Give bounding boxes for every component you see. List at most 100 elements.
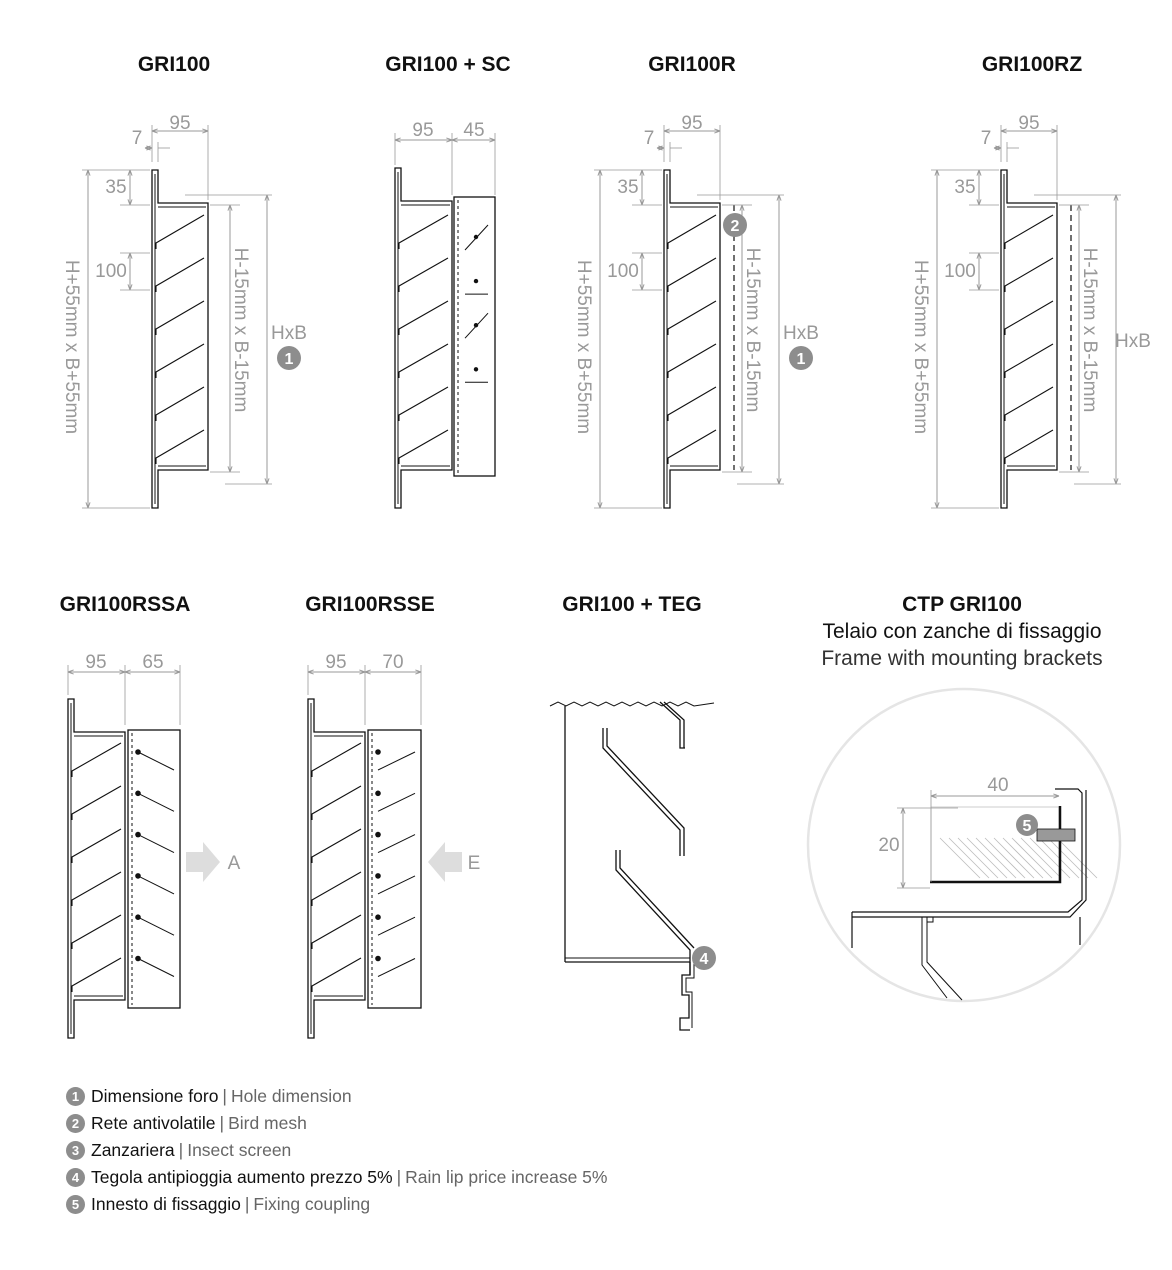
dim-inner: H-15mm x B-15mm — [742, 248, 763, 413]
dim-95: 95 — [681, 113, 702, 134]
hatch-line — [1056, 837, 1098, 879]
dimension-arrowhead — [930, 793, 937, 799]
grille-frame — [394, 167, 453, 509]
panel-gri100-dimensions: 7 95 35 100 H+55mm x B+55mm H-15mm x B-1… — [61, 113, 307, 434]
legend-it: Rete antivolatile — [91, 1112, 216, 1133]
hatch-line — [975, 837, 1017, 879]
dimension-arrowhead — [489, 137, 496, 143]
frame-profile — [852, 788, 1087, 918]
legend-en: Insect screen — [187, 1139, 292, 1160]
dimension-arrowhead — [151, 128, 158, 134]
louver-lower — [615, 850, 695, 975]
dimension-arrowhead — [639, 169, 645, 176]
dimension-arrowhead — [776, 194, 782, 201]
dimension-arrowhead — [119, 669, 126, 675]
dimension-arrowhead — [639, 199, 645, 206]
filter-pivot — [375, 955, 381, 962]
title-gri100rz: GRI100RZ — [982, 53, 1083, 76]
filter-pivot — [375, 790, 381, 797]
legend-it: Innesto di fissaggio — [91, 1193, 241, 1214]
filter-blade — [377, 875, 416, 895]
louver-blade — [667, 343, 717, 378]
panel-gri100r-dimensions: 7 95 35 100 H+55mm x B+55mm H-15mm x B-1… — [573, 113, 819, 434]
grille-frame — [307, 698, 366, 1039]
filter-pivot — [375, 873, 381, 879]
hatch-line — [966, 837, 1008, 879]
panel-rssa-dimensions: 95 65 A — [85, 652, 240, 874]
dim-outer: H+55mm x B+55mm — [910, 260, 931, 434]
dim-95: 95 — [85, 652, 106, 673]
filter-pivot — [375, 749, 381, 755]
dimension-arrowhead — [202, 128, 209, 134]
hatch-line — [1002, 837, 1044, 879]
arrow-right-icon — [186, 842, 220, 882]
louver-blade — [667, 429, 717, 464]
badge-1 — [277, 346, 301, 370]
louver-blade — [155, 257, 205, 292]
dimension-arrowhead — [714, 128, 721, 134]
dimension-arrowhead — [85, 169, 91, 176]
dim-95: 95 — [1018, 113, 1039, 134]
drawing-geometry — [67, 125, 1122, 1039]
legend-badge: 5 — [66, 1194, 85, 1214]
dimension-arrowhead — [227, 204, 233, 211]
dim-70: 70 — [382, 652, 403, 673]
dimension-arrowhead — [127, 169, 133, 176]
dim-outer: H+55mm x B+55mm — [61, 260, 82, 434]
filter-blade — [377, 916, 416, 936]
louver-blade — [155, 386, 205, 421]
rain-lip-profile — [679, 962, 691, 1031]
hatch-line — [1029, 837, 1071, 879]
bracket-profile — [930, 806, 1062, 884]
title-ctp-gri100: CTP GRI100 — [902, 593, 1022, 616]
legend-en: Rain lip price increase 5% — [405, 1166, 608, 1187]
filter-box — [367, 729, 422, 1009]
louver-blade — [1004, 214, 1054, 249]
dimension-arrowhead — [900, 807, 906, 814]
dimension-arrowhead — [127, 284, 133, 291]
dimension-arrowhead — [739, 466, 745, 473]
grille-frame — [151, 169, 209, 509]
subtitle-en: Frame with mounting brackets — [821, 647, 1102, 670]
dimension-arrowhead — [67, 669, 74, 675]
dimension-arrowhead — [127, 252, 133, 259]
dimension-arrowhead — [1051, 128, 1058, 134]
louver-blade — [398, 343, 449, 378]
badge-2 — [723, 213, 747, 237]
dimension-arrowhead — [597, 502, 603, 509]
louver-blade — [155, 429, 205, 464]
grille-frame — [1000, 169, 1058, 509]
louver-blade — [311, 828, 362, 863]
filter-blade — [377, 958, 416, 977]
hatch-line — [957, 837, 999, 879]
louver-blade — [71, 957, 122, 992]
dimension-arrowhead — [995, 145, 1002, 151]
filter-blade — [137, 875, 175, 895]
panel-gri100rz-dimensions: 7 95 35 100 H+55mm x B+55mm H-15mm x B-1… — [910, 113, 1151, 434]
louver-blade — [667, 214, 717, 249]
legend-badge: 1 — [66, 1086, 85, 1106]
dimension-arrowhead — [639, 284, 645, 291]
louver-blade — [1004, 300, 1054, 335]
screen-pivot — [473, 234, 479, 240]
dim-65: 65 — [142, 652, 163, 673]
badge-4-label: 4 — [700, 951, 709, 968]
grille-profile — [921, 916, 963, 1001]
wall-break-line — [549, 701, 715, 707]
louver-blade — [71, 785, 122, 820]
wall-lines — [851, 912, 1081, 948]
dimension-arrowhead — [227, 466, 233, 473]
dimension-arrowhead — [146, 145, 153, 151]
dimension-arrowhead — [900, 882, 906, 889]
profile-top — [659, 701, 685, 749]
louver-upper — [602, 728, 685, 856]
dim-inner: H-15mm x B-15mm — [1079, 248, 1100, 413]
filter-blade — [137, 958, 175, 977]
badge-5 — [1016, 814, 1038, 836]
dimension-arrowhead — [976, 199, 982, 206]
dimension-arrowhead — [976, 252, 982, 259]
hatch-line — [1020, 837, 1062, 879]
